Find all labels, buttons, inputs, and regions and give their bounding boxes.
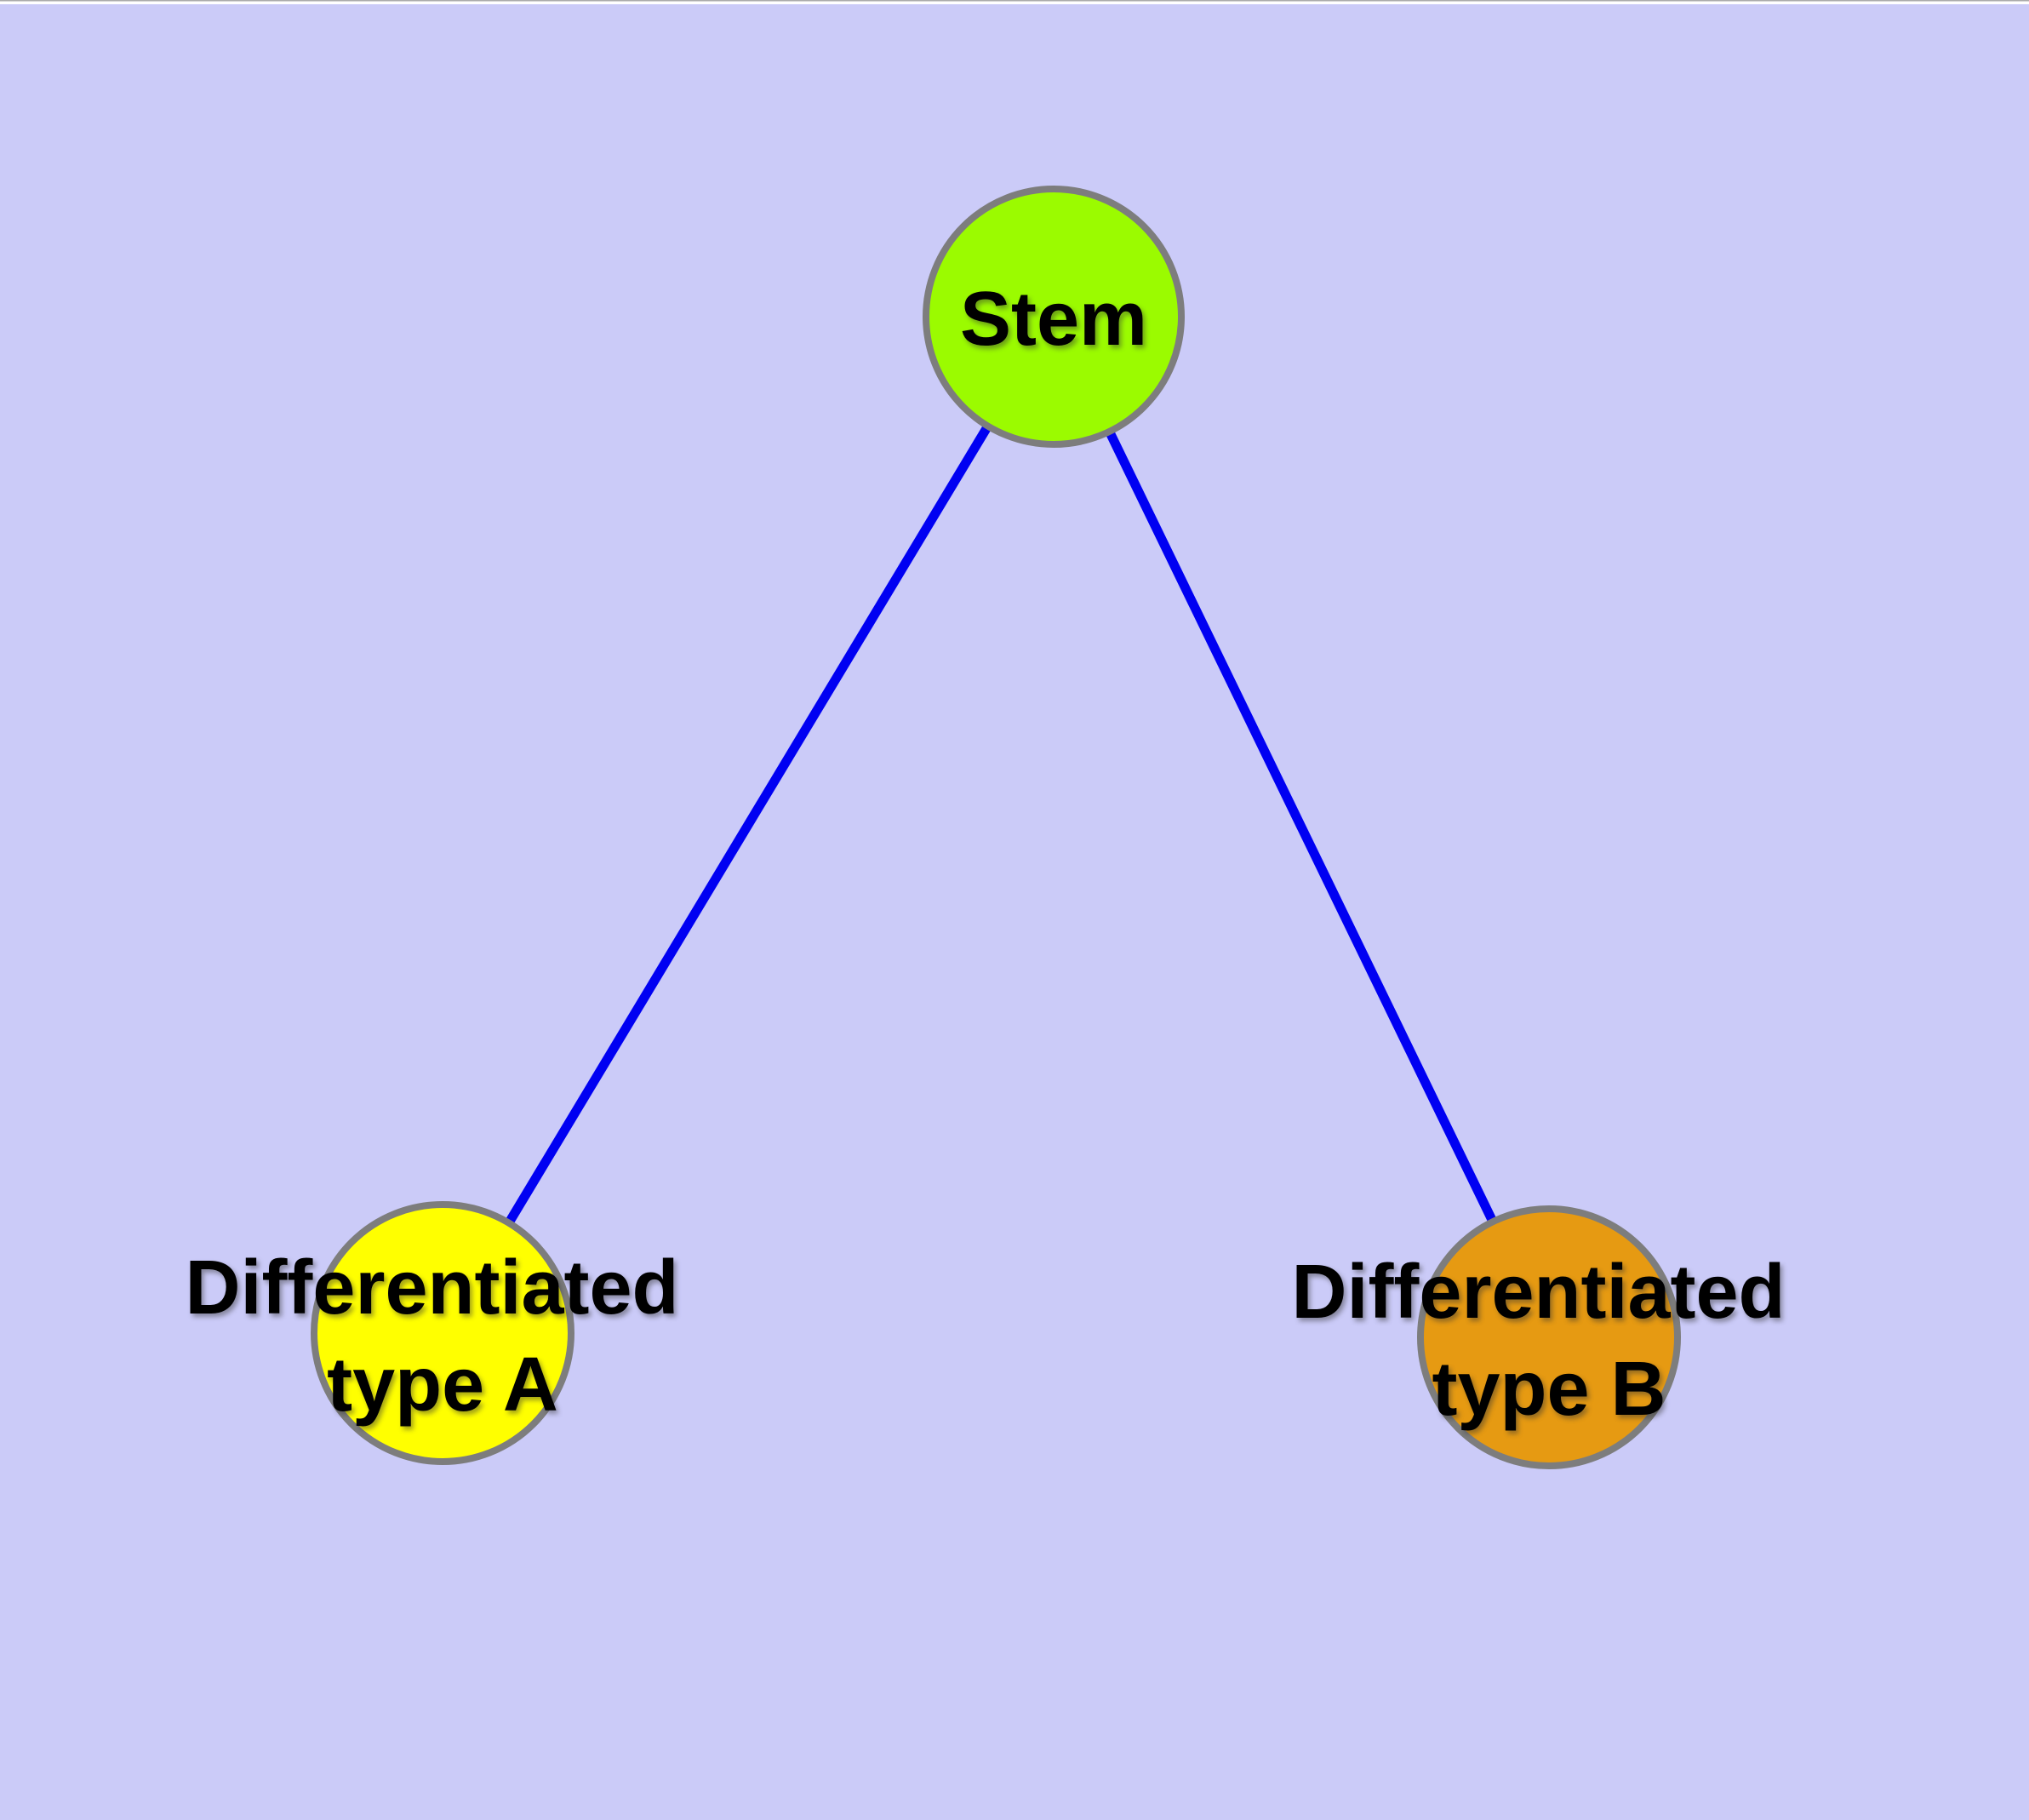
node-label-type-b-line-2: type B: [1432, 1347, 1666, 1432]
top-strip: [0, 0, 2029, 4]
node-label-stem-line-1: Stem: [960, 277, 1147, 362]
node-label-type-a-line-2: type A: [327, 1342, 558, 1428]
node-label-type-b-line-1: Differentiated: [1291, 1250, 1785, 1335]
edge-stem-to-differentiated-type-b: [1049, 314, 1553, 1340]
node-label-differentiated-type-a: Differentiated type A: [185, 1245, 700, 1428]
edge-stem-to-differentiated-type-a: [438, 314, 1058, 1336]
node-label-differentiated-type-b: Differentiated type B: [1291, 1250, 1806, 1432]
node-stem[interactable]: [923, 186, 1185, 448]
node-label-type-a-line-1: Differentiated: [185, 1245, 678, 1331]
node-differentiated-type-a[interactable]: [311, 1201, 574, 1465]
top-hairline: [0, 0, 2029, 2]
node-label-stem: Stem: [960, 277, 1147, 362]
node-differentiated-type-b[interactable]: [1417, 1205, 1681, 1469]
